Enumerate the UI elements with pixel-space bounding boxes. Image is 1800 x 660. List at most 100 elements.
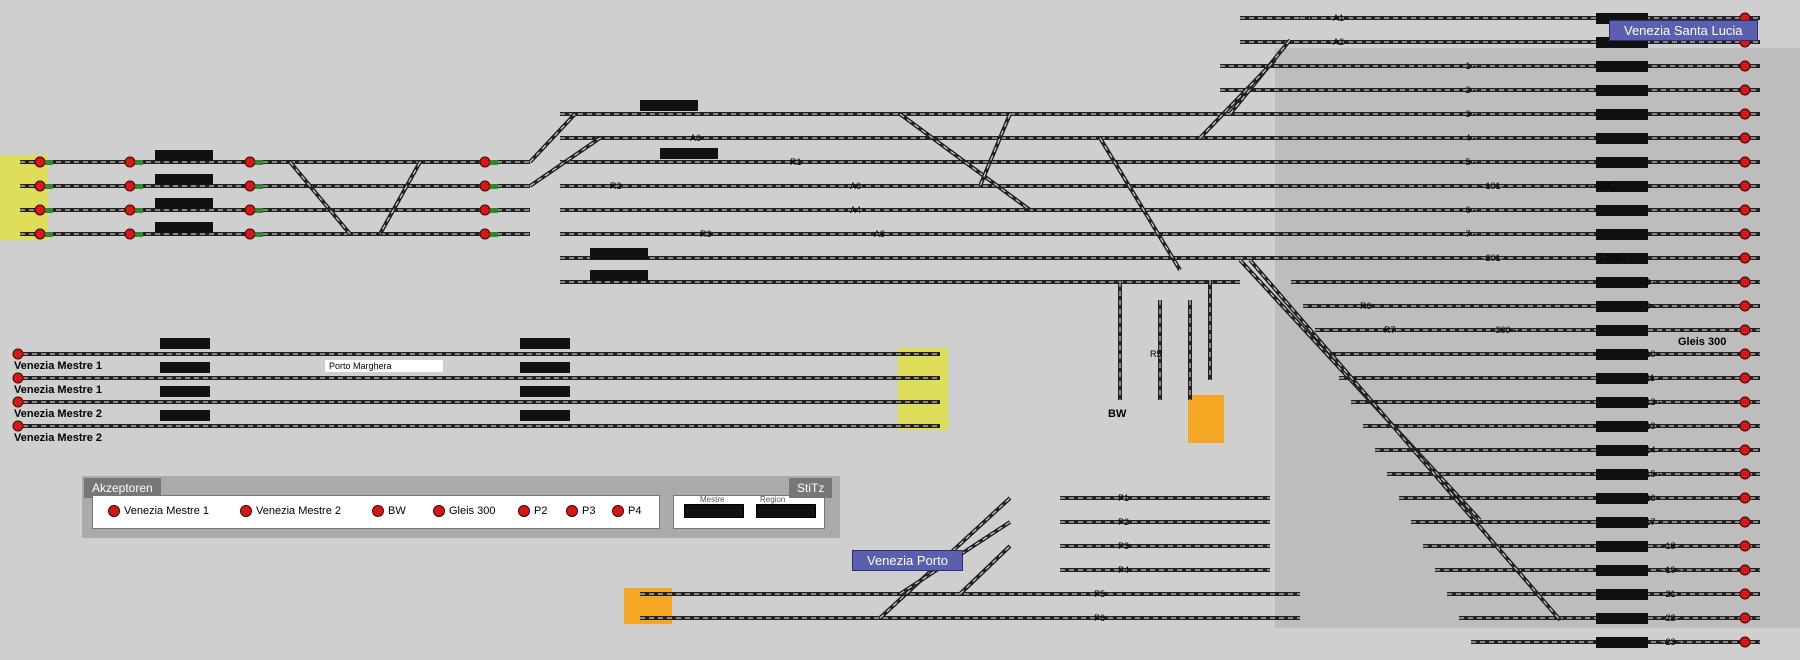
switch-track xyxy=(898,112,1032,212)
signal[interactable] xyxy=(1739,204,1751,216)
akzeptor-p3[interactable]: P3 xyxy=(566,505,595,517)
signal[interactable] xyxy=(479,204,498,216)
stitz-title: StiTz xyxy=(789,478,833,498)
signal[interactable] xyxy=(34,228,53,240)
signal[interactable] xyxy=(1739,420,1751,432)
switch-track xyxy=(1248,258,1562,622)
signal[interactable] xyxy=(1739,372,1751,384)
signal[interactable] xyxy=(1739,444,1751,456)
akzeptor-gleis300[interactable]: Gleis 300 xyxy=(433,505,495,517)
signal[interactable] xyxy=(479,156,498,168)
platform-label: - 19 - xyxy=(1660,565,1681,575)
signal[interactable] xyxy=(244,228,263,240)
axle-counter xyxy=(1596,421,1648,432)
signal[interactable] xyxy=(1739,540,1751,552)
route-label: A4 xyxy=(850,205,861,215)
route-label: P3 xyxy=(1118,541,1129,551)
platform-label: - 17 - xyxy=(1640,517,1661,527)
akzeptor-bw[interactable]: BW xyxy=(372,505,406,517)
signal[interactable] xyxy=(1739,60,1751,72)
platform-label: - 1 - xyxy=(1460,61,1476,71)
signal[interactable] xyxy=(479,228,498,240)
axle-counter xyxy=(1596,349,1648,360)
signal[interactable] xyxy=(1739,84,1751,96)
platform-label: - A1 - xyxy=(1328,13,1350,23)
signal[interactable] xyxy=(12,420,24,432)
akzeptor-p2[interactable]: P2 xyxy=(518,505,547,517)
axle-counter xyxy=(1596,133,1648,144)
signal[interactable] xyxy=(34,156,53,168)
signal[interactable] xyxy=(1739,324,1751,336)
signal[interactable] xyxy=(12,348,24,360)
route-label: A6 xyxy=(850,181,861,191)
signal[interactable] xyxy=(1739,300,1751,312)
signal[interactable] xyxy=(12,396,24,408)
porto-marghera-label: Porto Marghera xyxy=(325,360,443,372)
signal[interactable] xyxy=(124,228,143,240)
signal[interactable] xyxy=(34,204,53,216)
signal[interactable] xyxy=(1739,156,1751,168)
axle-counter xyxy=(1596,253,1648,264)
signal[interactable] xyxy=(1739,108,1751,120)
signal[interactable] xyxy=(244,180,263,192)
signal[interactable] xyxy=(1739,516,1751,528)
signal[interactable] xyxy=(244,204,263,216)
axle-counter xyxy=(1596,205,1648,216)
platform-label: - 2 - xyxy=(1460,85,1476,95)
axle-counter xyxy=(1596,565,1648,576)
signal[interactable] xyxy=(1739,588,1751,600)
platform-label: - 14 - xyxy=(1640,445,1661,455)
axle-counter xyxy=(1596,589,1648,600)
signal[interactable] xyxy=(1739,228,1751,240)
signal[interactable] xyxy=(1739,612,1751,624)
route-label: R1 xyxy=(790,157,802,167)
axle-counter xyxy=(155,174,213,185)
platform-label: - 12 - xyxy=(1640,397,1661,407)
route-label: - 200 - xyxy=(1600,253,1626,263)
axle-counter xyxy=(160,362,210,373)
platform-label: - 10 - xyxy=(1640,349,1661,359)
platform-label: - 15 - xyxy=(1640,469,1661,479)
platform-label: - 5 - xyxy=(1460,157,1476,167)
signal[interactable] xyxy=(124,180,143,192)
route-label: A6 xyxy=(690,133,701,143)
signal[interactable] xyxy=(1739,132,1751,144)
signal[interactable] xyxy=(1739,636,1751,648)
orange-zone-bw xyxy=(1188,395,1224,443)
stitz-label-region: Region xyxy=(760,495,786,504)
axle-counter xyxy=(1596,517,1648,528)
platform-label: - 13 - xyxy=(1640,421,1661,431)
signal[interactable] xyxy=(124,156,143,168)
signal[interactable] xyxy=(1739,396,1751,408)
signal[interactable] xyxy=(1739,348,1751,360)
left-name-2: Venezia Mestre 1 xyxy=(14,384,103,396)
axle-counter xyxy=(640,100,698,111)
signal[interactable] xyxy=(244,156,263,168)
signal[interactable] xyxy=(124,204,143,216)
signal-icon xyxy=(240,505,252,517)
entry-zone-left xyxy=(0,155,48,240)
route-label: R5 xyxy=(1150,349,1162,359)
akzeptor-mestre1[interactable]: Venezia Mestre 1 xyxy=(108,505,209,517)
route-label: R3 xyxy=(700,229,712,239)
axle-counter xyxy=(1596,445,1648,456)
platform-label-layer: - A1 -- A2 -- 1 -- 2 -- 3 -- 4 -- 5 -- 1… xyxy=(610,13,1681,647)
signal[interactable] xyxy=(1739,564,1751,576)
signal[interactable] xyxy=(1739,252,1751,264)
signal[interactable] xyxy=(1739,492,1751,504)
akzeptor-mestre2[interactable]: Venezia Mestre 2 xyxy=(240,505,341,517)
signal[interactable] xyxy=(1739,180,1751,192)
switch-track xyxy=(1198,58,1277,140)
signal[interactable] xyxy=(479,180,498,192)
signal[interactable] xyxy=(12,372,24,384)
signal[interactable] xyxy=(34,180,53,192)
platform-label: - 21 - xyxy=(1660,589,1681,599)
axle-counter xyxy=(155,222,213,233)
akzeptor-p4[interactable]: P4 xyxy=(612,505,641,517)
signal[interactable] xyxy=(1739,468,1751,480)
platform-label: - 18 - xyxy=(1660,541,1681,551)
signal[interactable] xyxy=(1739,276,1751,288)
platform-label: - 3 - xyxy=(1460,109,1476,119)
axle-counter xyxy=(1596,613,1648,624)
